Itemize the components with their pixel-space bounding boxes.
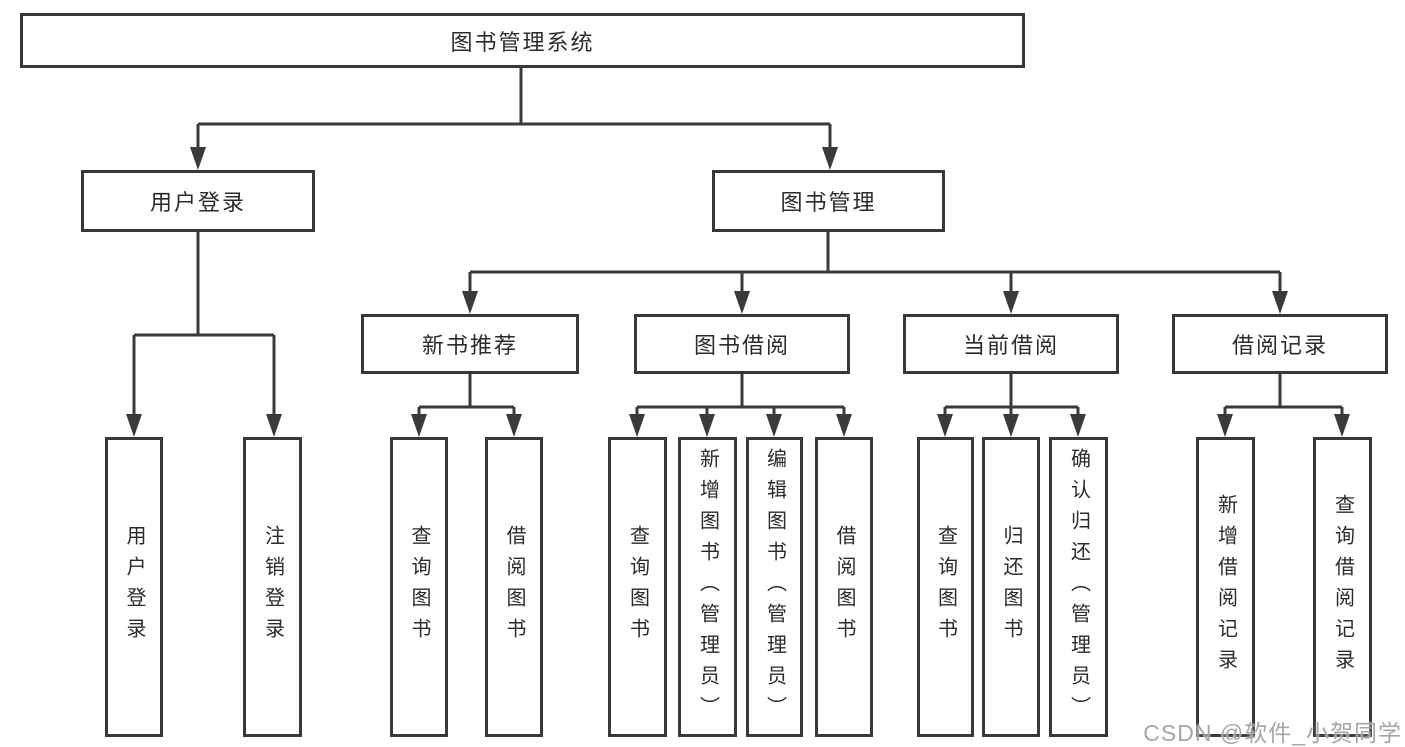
node-label: 用户登录 [123,525,145,649]
node-label: 注销登录 [261,525,284,649]
node-new-book-recommend: 新书推荐 [361,314,579,374]
leaf-query-books-recommend: 查询图书 [390,437,448,737]
node-library-system: 图书管理系统 [20,13,1025,68]
node-label: 归还图书 [1000,525,1022,649]
node-current-borrowing: 当前借阅 [903,314,1119,374]
node-label: 当前借阅 [962,333,1059,358]
node-label: 借阅图书 [503,525,525,649]
node-label: 新增借阅记录 [1214,494,1237,680]
node-label: 图书管理系统 [450,29,595,55]
csdn-watermark: CSDN @软件_小贺同学 [1143,720,1402,746]
node-label: 借阅图书 [833,525,855,649]
leaf-add-borrow-record: 新增借阅记录 [1196,437,1255,737]
leaf-logout: 注销登录 [243,437,302,737]
node-label: 新增图书（管理员） [696,447,719,727]
leaf-user-login: 用户登录 [105,437,163,737]
node-label: 用户登录 [149,190,246,215]
node-user-login: 用户登录 [81,170,315,232]
leaf-add-books-admin: 新增图书（管理员） [678,437,737,737]
leaf-edit-books-admin: 编辑图书（管理员） [746,437,803,737]
leaf-confirm-return-admin: 确认归还（管理员） [1049,437,1108,737]
node-book-management: 图书管理 [712,170,945,232]
leaf-query-borrow-record: 查询借阅记录 [1313,437,1372,737]
node-label: 确认归还（管理员） [1067,447,1090,727]
node-book-borrowing: 图书借阅 [634,314,850,374]
node-borrowing-records: 借阅记录 [1172,314,1388,374]
node-label: 查询图书 [934,525,957,649]
node-label: 借阅记录 [1231,333,1328,358]
leaf-query-books-current: 查询图书 [917,437,974,737]
leaf-borrow-books: 借阅图书 [815,437,873,737]
leaf-borrow-books-recommend: 借阅图书 [485,437,543,737]
node-label: 查询借阅记录 [1331,494,1354,680]
node-label: 新书推荐 [421,333,518,358]
leaf-query-books-borrowing: 查询图书 [608,437,667,737]
leaf-return-books: 归还图书 [982,437,1040,737]
node-label: 图书借阅 [693,333,790,358]
node-label: 编辑图书（管理员） [763,447,786,727]
node-label: 查询图书 [408,525,430,649]
node-label: 查询图书 [626,525,649,649]
node-label: 图书管理 [780,190,877,215]
